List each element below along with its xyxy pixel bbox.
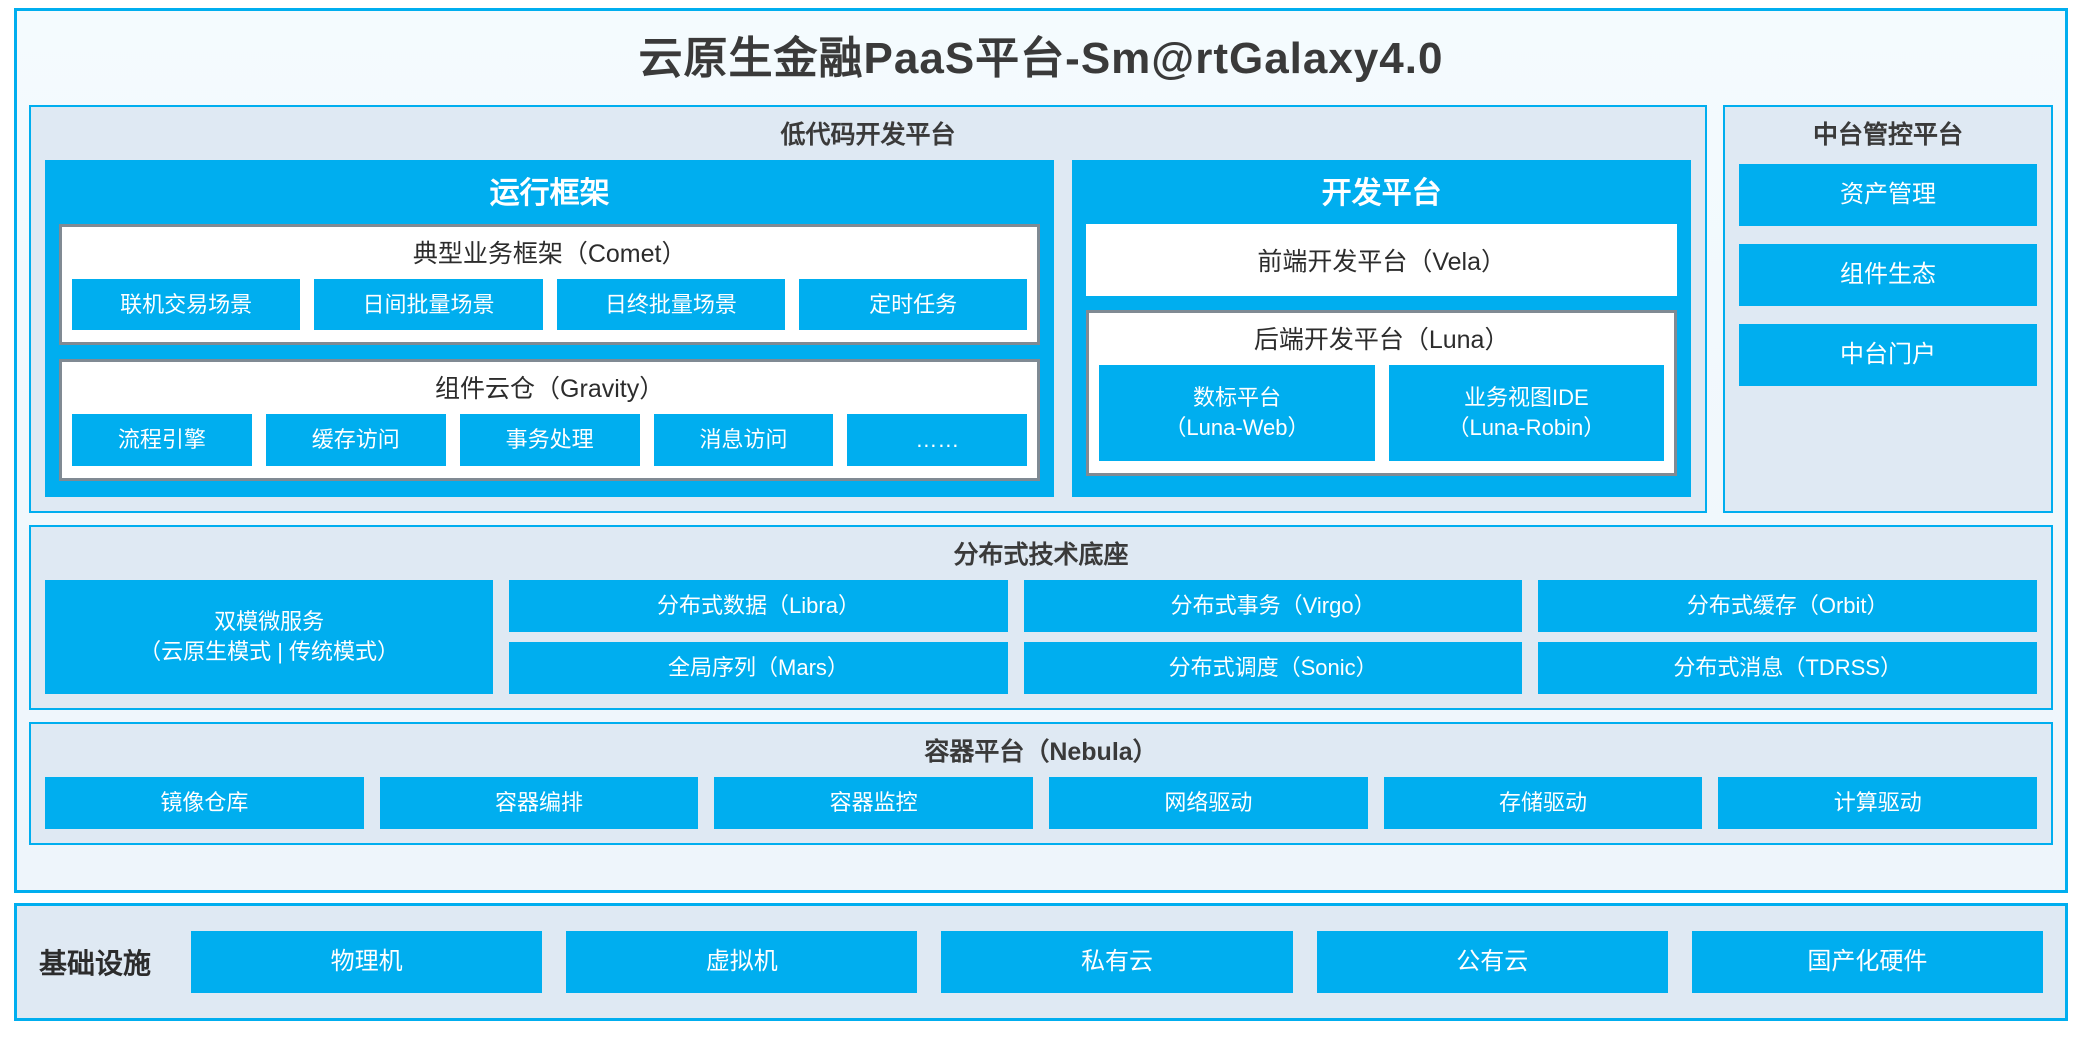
- distributed-microservice-col: 双模微服务 （云原生模式 | 传统模式）: [45, 579, 494, 694]
- distributed-item-mars[interactable]: 全局序列（Mars）: [509, 641, 1008, 694]
- distributed-col-3: 分布式缓存（Orbit） 分布式消息（TDRSS）: [1538, 579, 2038, 694]
- infrastructure-item-domestic-hardware[interactable]: 国产化硬件: [1691, 931, 2044, 993]
- luna-title: 后端开发平台（Luna）: [1253, 325, 1510, 354]
- infrastructure-item-private-cloud[interactable]: 私有云: [941, 931, 1293, 993]
- distributed-item-libra[interactable]: 分布式数据（Libra）: [509, 579, 1008, 632]
- control-platform-title: 中台管控平台: [1812, 120, 1963, 149]
- group-gravity: 组件云仓（Gravity） 流程引擎 缓存访问 事务处理 消息访问 ……: [59, 359, 1041, 481]
- lowcode-body: 运行框架 典型业务框架（Comet） 联机交易场景 日间批量场景 日终批量场景 …: [45, 159, 1691, 497]
- section-distributed-base: 分布式技术底座 双模微服务 （云原生模式 | 传统模式） 分布式数据（Libra…: [29, 524, 2053, 710]
- group-comet: 典型业务框架（Comet） 联机交易场景 日间批量场景 日终批量场景 定时任务: [59, 223, 1041, 346]
- infrastructure-label: 基础设施: [39, 948, 152, 979]
- container-item-image-registry[interactable]: 镜像仓库: [45, 776, 364, 829]
- comet-item-scheduled-task[interactable]: 定时任务: [798, 278, 1028, 331]
- section-infrastructure: 基础设施 物理机 虚拟机 私有云 公有云 国产化硬件: [14, 903, 2068, 1021]
- comet-item-online-transaction[interactable]: 联机交易场景: [72, 278, 301, 331]
- section-container-platform: 容器平台（Nebula） 镜像仓库 容器编排 容器监控 网络驱动 存储驱动 计算…: [29, 721, 2053, 845]
- card-development-platform: 开发平台 前端开发平台（Vela） 后端开发平台（Luna） 数标平台 （Lun…: [1072, 159, 1691, 497]
- platform-main-frame: 云原生金融PaaS平台-Sm@rtGalaxy4.0 低代码开发平台 运行框架 …: [14, 8, 2068, 893]
- page-title: 云原生金融PaaS平台-Sm@rtGalaxy4.0: [638, 34, 1444, 83]
- gravity-item-cache-access[interactable]: 缓存访问: [265, 414, 446, 466]
- container-item-storage-driver[interactable]: 存储驱动: [1383, 776, 1703, 829]
- microservice-name: 双模微服务: [214, 609, 325, 635]
- container-platform-title: 容器平台（Nebula）: [924, 737, 1158, 766]
- distributed-col-2: 分布式事务（Virgo） 分布式调度（Sonic）: [1023, 579, 1523, 694]
- distributed-base-title: 分布式技术底座: [953, 540, 1129, 569]
- luna-robin-name: 业务视图IDE: [1463, 385, 1589, 411]
- distributed-item-tdrss[interactable]: 分布式消息（TDRSS）: [1538, 641, 2038, 694]
- distributed-item-virgo[interactable]: 分布式事务（Virgo）: [1023, 579, 1523, 632]
- container-item-orchestration[interactable]: 容器编排: [379, 776, 699, 829]
- gravity-items: 流程引擎 缓存访问 事务处理 消息访问 ……: [72, 414, 1028, 466]
- luna-item-luna-robin[interactable]: 业务视图IDE （Luna-Robin）: [1388, 364, 1665, 461]
- section-control-platform: 中台管控平台 资产管理 组件生态 中台门户: [1723, 104, 2053, 513]
- infrastructure-item-virtual-machine[interactable]: 虚拟机: [566, 931, 918, 993]
- frontend-dev-platform-vela[interactable]: 前端开发平台（Vela）: [1086, 223, 1677, 296]
- comet-items: 联机交易场景 日间批量场景 日终批量场景 定时任务: [72, 278, 1028, 331]
- distributed-item-sonic[interactable]: 分布式调度（Sonic）: [1023, 641, 1523, 694]
- comet-item-eod-batch[interactable]: 日终批量场景: [556, 278, 785, 331]
- container-platform-items: 镜像仓库 容器编排 容器监控 网络驱动 存储驱动 计算驱动: [45, 776, 2038, 829]
- luna-items: 数标平台 （Luna-Web） 业务视图IDE （Luna-Robin）: [1099, 364, 1665, 461]
- container-item-compute-driver[interactable]: 计算驱动: [1718, 776, 2038, 829]
- distributed-col-1: 分布式数据（Libra） 全局序列（Mars）: [509, 579, 1008, 694]
- lowcode-platform-title: 低代码开发平台: [780, 120, 956, 149]
- control-platform-items: 资产管理 组件生态 中台门户: [1739, 160, 2037, 497]
- runtime-framework-title: 运行框架: [489, 176, 610, 210]
- luna-robin-code: （Luna-Robin）: [1447, 414, 1606, 440]
- luna-web-code: （Luna-Web）: [1164, 414, 1310, 440]
- distributed-body: 双模微服务 （云原生模式 | 传统模式） 分布式数据（Libra） 全局序列（M…: [45, 579, 2038, 694]
- comet-item-intraday-batch[interactable]: 日间批量场景: [314, 278, 543, 331]
- section-lowcode-platform: 低代码开发平台 运行框架 典型业务框架（Comet） 联机交易场景 日间批量场景…: [29, 104, 1707, 513]
- container-item-monitoring[interactable]: 容器监控: [714, 776, 1034, 829]
- gravity-item-process-engine[interactable]: 流程引擎: [72, 414, 252, 466]
- control-item-component-ecosystem[interactable]: 组件生态: [1739, 243, 2037, 306]
- gravity-item-message-access[interactable]: 消息访问: [653, 414, 834, 466]
- top-row: 低代码开发平台 运行框架 典型业务框架（Comet） 联机交易场景 日间批量场景…: [29, 104, 2053, 513]
- gravity-item-more[interactable]: ……: [847, 414, 1028, 466]
- development-platform-title: 开发平台: [1321, 176, 1442, 210]
- distributed-item-dual-mode-microservice[interactable]: 双模微服务 （云原生模式 | 传统模式）: [45, 579, 494, 694]
- group-luna: 后端开发平台（Luna） 数标平台 （Luna-Web） 业务视图IDE （Lu…: [1086, 309, 1677, 476]
- infrastructure-item-physical-machine[interactable]: 物理机: [191, 931, 543, 993]
- infrastructure-item-public-cloud[interactable]: 公有云: [1316, 931, 1668, 993]
- control-item-asset-management[interactable]: 资产管理: [1739, 163, 2037, 226]
- gravity-item-transaction-handling[interactable]: 事务处理: [459, 414, 640, 466]
- microservice-modes: （云原生模式 | 传统模式）: [139, 638, 400, 664]
- container-item-network-driver[interactable]: 网络驱动: [1049, 776, 1368, 829]
- infrastructure-items: 物理机 虚拟机 私有云 公有云 国产化硬件: [191, 931, 2044, 993]
- control-item-portal[interactable]: 中台门户: [1739, 323, 2037, 386]
- luna-web-name: 数标平台: [1192, 385, 1281, 411]
- comet-title: 典型业务框架（Comet）: [412, 239, 687, 268]
- distributed-item-orbit[interactable]: 分布式缓存（Orbit）: [1538, 579, 2038, 632]
- card-runtime-framework: 运行框架 典型业务框架（Comet） 联机交易场景 日间批量场景 日终批量场景 …: [45, 159, 1055, 497]
- luna-item-luna-web[interactable]: 数标平台 （Luna-Web）: [1099, 364, 1375, 461]
- gravity-title: 组件云仓（Gravity）: [435, 375, 665, 404]
